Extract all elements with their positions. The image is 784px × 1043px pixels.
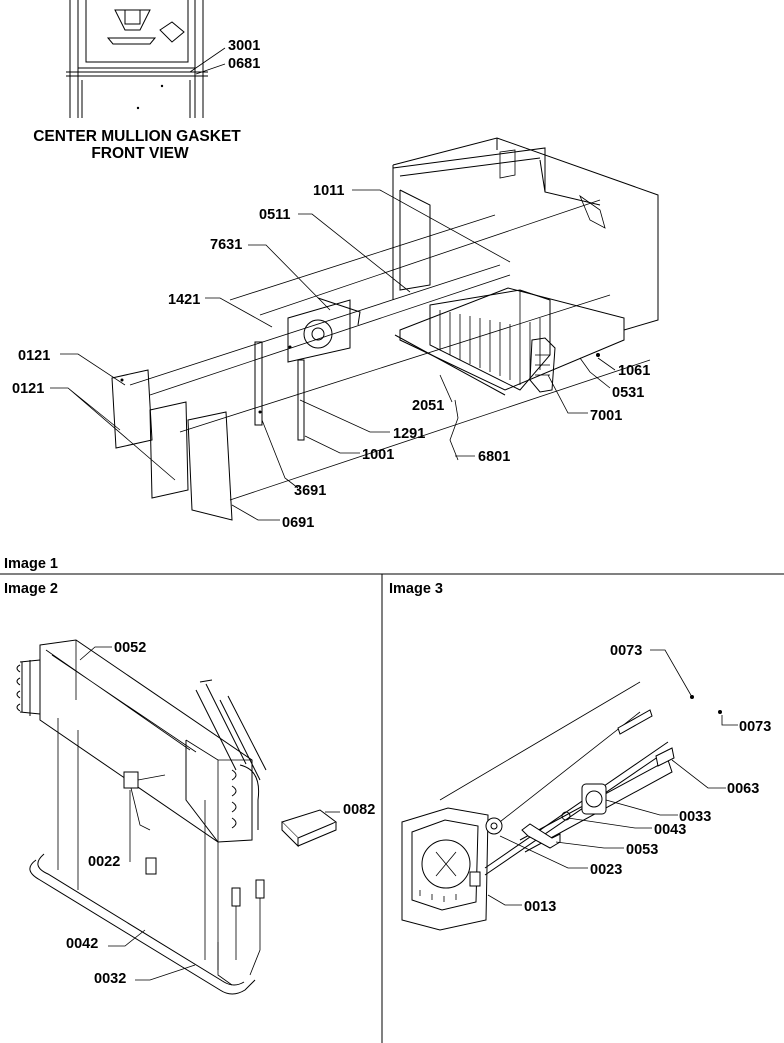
section-label-image3: Image 3 — [389, 581, 443, 597]
inset-caption-line1: CENTER MULLION GASKET — [33, 128, 241, 145]
callout-1061: 1061 — [618, 363, 650, 379]
callout-0073-top: 0073 — [610, 643, 642, 659]
callout-0063: 0063 — [727, 781, 759, 797]
callout-0032: 0032 — [94, 971, 126, 987]
callout-0042: 0042 — [66, 936, 98, 952]
callout-0691: 0691 — [282, 515, 314, 531]
callout-0681: 0681 — [228, 56, 260, 72]
evaporator-coil-assembly — [16, 639, 337, 995]
inset-caption-line2: FRONT VIEW — [91, 145, 189, 162]
callout-0033: 0033 — [679, 809, 711, 825]
mullion-gasket-inset — [66, 0, 226, 118]
callout-0053: 0053 — [626, 842, 658, 858]
callout-0511: 0511 — [259, 207, 290, 223]
callout-7001: 7001 — [590, 408, 622, 424]
callout-1001: 1001 — [362, 447, 394, 463]
callout-1421: 1421 — [168, 292, 200, 308]
section-label-image1: Image 1 — [4, 556, 58, 572]
callout-0013: 0013 — [524, 899, 556, 915]
callout-7631: 7631 — [210, 237, 242, 253]
callout-0531: 0531 — [612, 385, 644, 401]
callout-0082: 0082 — [343, 802, 375, 818]
main-exploded-assembly — [111, 137, 659, 521]
callout-3691: 3691 — [294, 483, 326, 499]
callout-6801: 6801 — [478, 449, 510, 465]
callout-0121-upper: 0121 — [18, 348, 50, 364]
callout-0052: 0052 — [114, 640, 146, 656]
callout-0043: 0043 — [654, 822, 686, 838]
callout-1291: 1291 — [393, 426, 425, 442]
section-label-image2: Image 2 — [4, 581, 58, 597]
callout-0121-lower: 0121 — [12, 381, 44, 397]
callout-3001: 3001 — [228, 38, 260, 54]
callout-0023: 0023 — [590, 862, 622, 878]
callout-0073-right: 0073 — [739, 719, 771, 735]
fan-shroud-assembly — [401, 681, 722, 931]
callout-1011: 1011 — [313, 183, 344, 199]
callout-2051: 2051 — [412, 398, 444, 414]
callout-0022: 0022 — [88, 854, 120, 870]
fan-assembly — [287, 297, 361, 363]
